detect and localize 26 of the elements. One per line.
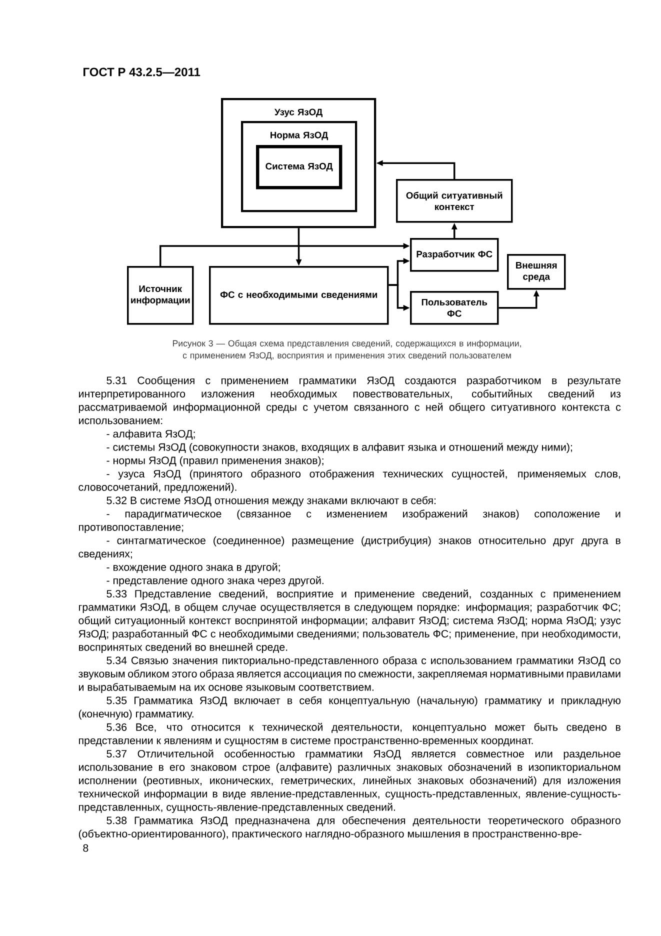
paragraph: - системы ЯзОД (совокупности знаков, входящих в алфавит языка и отношений между ними);	[106, 442, 572, 453]
paragraph: - узуса ЯзОД (принятого образного отображения технических сущностей, применяемых слов, словосочетаний, предложений).	[78, 470, 620, 493]
process-box: Источник информации	[127, 266, 194, 325]
page-number: 8	[83, 844, 88, 852]
paragraph: 5.34 Связью значения пикториально-представленного образа с использованием грамматики ЯзОД со звуковым обликом этого образа является ассоциация по смежности, закрепляемая нормативными правилами и вырабатываемым на их основе языковым соответствием.	[78, 656, 620, 693]
figure-caption: Рисунок 3 — Общая схема представления сведений, содержащихся в информации, с применением ЯзОД, восприятия и применения этих сведений пользователем	[173, 340, 521, 360]
process-box: Система ЯзОД	[256, 145, 342, 190]
paragraph: - вхождение одного знака в другой;	[106, 562, 280, 573]
paragraph: 5.31 Сообщения с применением грамматики ЯзОД создаются разработчиком в результате интерпретированного изложения необходимых повествовательных, событийных сведений из рассматриваемой информационной среды с учетом связанного с ней общего ситуативного контекста с использованием:	[78, 376, 621, 424]
paragraph: - синтагматическое (соединенное) размещение (дистрибуция) знаков относительно друг друга в сведениях;	[78, 536, 620, 560]
process-box: Пользователь ФС	[410, 291, 499, 325]
paragraph: 5.32 В системе ЯзОД отношения между знаками включают в себя:	[106, 496, 436, 506]
process-box: Общий ситуативный контекст	[396, 179, 513, 223]
paragraph: 5.36 Все, что относится к технической деятельности, концептуально может быть сведено в представлении к явлениям и сущностям в системе пространственно-временных координат.	[79, 722, 620, 746]
paragraph: - алфавита ЯзОД;	[106, 430, 195, 440]
paragraph: - парадигматическое (связанное с изменением изображений знаков) соположение и противопоставление;	[79, 510, 620, 533]
paragraph: - представление одного знака через другой.	[106, 576, 324, 586]
paragraph: 5.38 Грамматика ЯзОД предназначена для обеспечения деятельности теоретического образного (объектно-ориентированного), практического наглядно-образного мышления в пространственно-вре-	[78, 816, 620, 840]
header: ГОСТ Р 43.2.5—2011	[84, 68, 200, 76]
process-box: Разработчик ФС	[410, 238, 499, 272]
paragraph: 5.37 Отличительной особенностью грамматики ЯзОД является совместное или раздельное использование в его знаковом строе (алфавите) различных знаковых обозначений в изопикториальном исполнении (реотивных, иконических, геметрических, линейных знаковых обозначений) для изложения технической информации в виде явление-представленных, сущность-представленных, явление-сущность-представленных, сущность-явление-представленных сведений.	[78, 750, 620, 813]
process-box: ФС с необходимыми сведениями	[209, 266, 389, 325]
process-box: Внешняя среда	[507, 254, 566, 290]
paragraph: 5.35 Грамматика ЯзОД включает в себя концептуальную (начальную) грамматику и прикладную (конечную) грамматику.	[78, 696, 620, 720]
paragraph: - нормы ЯзОД (правил применения знаков);	[106, 456, 324, 466]
paragraph: 5.33 Представление сведений, восприятие и применение сведений, созданных с применением грамматики ЯзОД, в общем случае осуществляется в следующем порядке: информация; разработчик ФС; общий ситуационный контекст воспринятой информации; алфавит ЯзОД; система ЯзОД; норма ЯзОД; узус ЯзОД; разработанный ФС с необходимыми сведениями; пользователь ФС; применение, при необходимости, воспринятых сведений во внешней среде.	[78, 590, 621, 653]
